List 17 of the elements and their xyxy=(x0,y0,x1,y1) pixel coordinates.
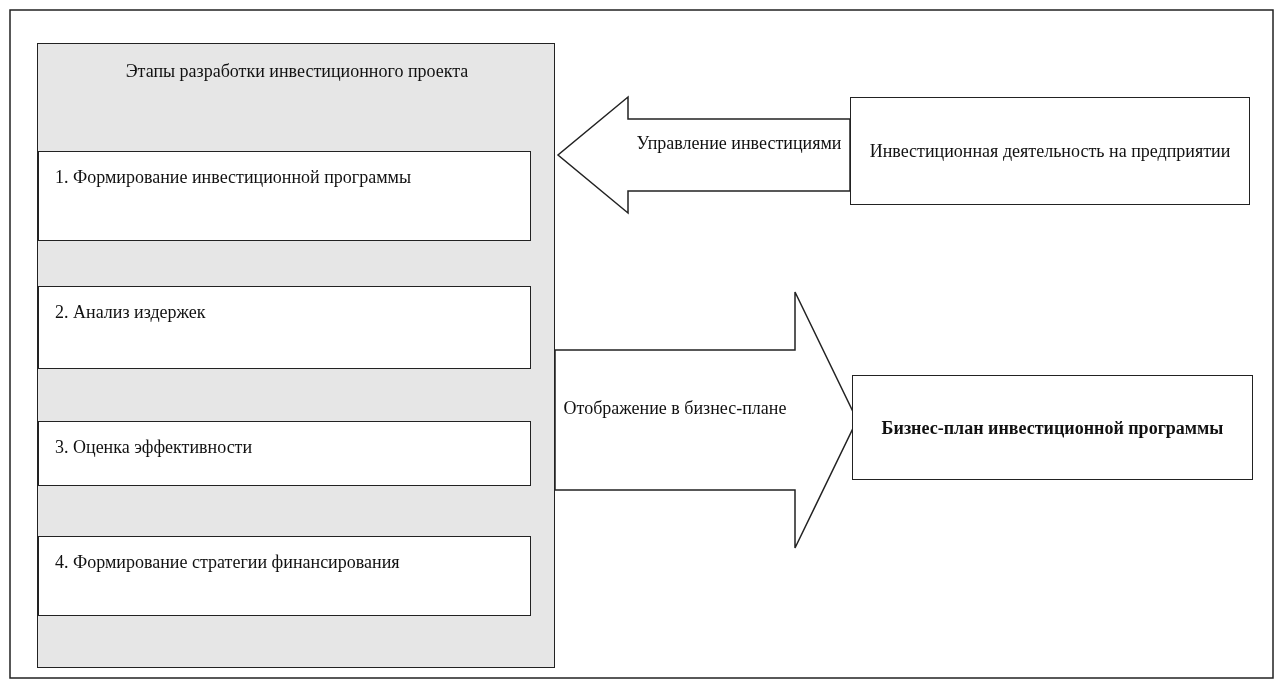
block-arrow xyxy=(556,95,851,215)
panel-heading: Этапы разработки инвестиционного проекта xyxy=(124,60,470,83)
box-text: 2. Анализ издержек xyxy=(55,301,207,324)
edge-label: Управление инвестициями xyxy=(635,132,843,155)
edge-label: Отображение в бизнес-плане xyxy=(562,397,788,420)
stage-box xyxy=(38,151,531,241)
stage-box xyxy=(38,286,531,369)
text-box xyxy=(852,375,1253,480)
box-text: Инвестиционная деятельность на предприятии xyxy=(868,139,1232,163)
box-text: Бизнес-план инвестиционной программы xyxy=(880,416,1225,440)
stage-box xyxy=(38,536,531,616)
stage-box xyxy=(38,421,531,486)
box-text: 1. Формирование инвестиционной программы xyxy=(55,166,413,189)
box-text: 4. Формирование стратегии финансирования xyxy=(55,551,401,574)
text-box xyxy=(850,97,1250,205)
stage-panel xyxy=(37,43,555,668)
box-text: 3. Оценка эффективности xyxy=(55,436,254,459)
